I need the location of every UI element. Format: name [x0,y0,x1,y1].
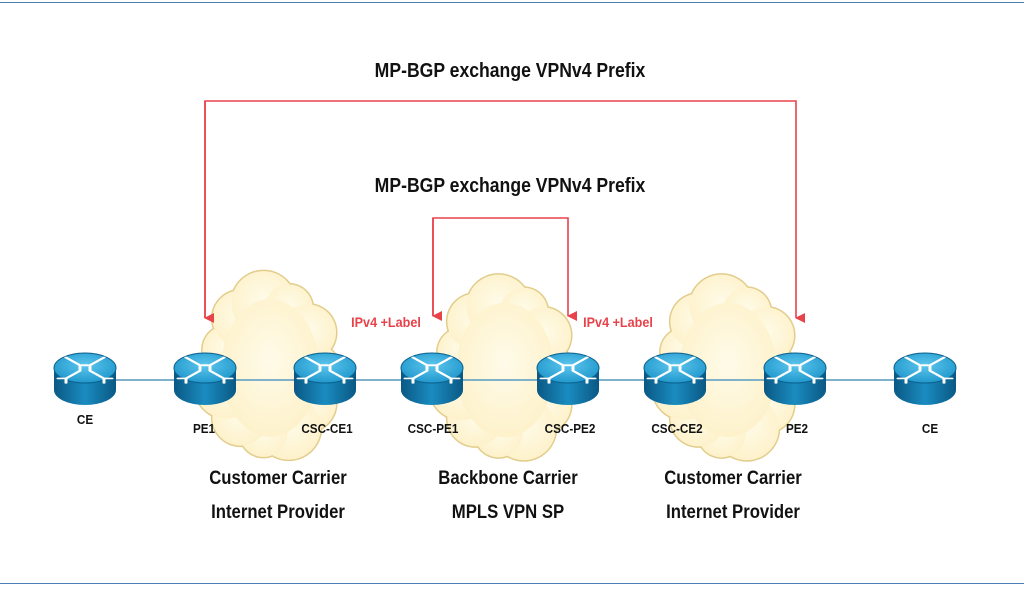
router-arrows-icon [646,356,704,384]
carrier-left: Customer Carrier Internet Provider [209,462,347,530]
outer-bgp-label: MP-BGP exchange VPNv4 Prefix [374,60,646,82]
carrier-middle: Backbone Carrier MPLS VPN SP [438,462,577,530]
router-arrows-icon [766,356,824,384]
routers-layer [53,352,957,405]
router-arrows-icon [296,356,354,384]
device-label-pe2: PE2 [785,421,809,436]
ipv4-label-right: IPv4 +Label [583,314,653,330]
clouds-layer [193,269,799,462]
device-label-csc-ce1: CSC-CE1 [301,421,353,436]
router-csc-pe2 [536,352,600,405]
router-pe1 [173,352,237,405]
device-label-ce-left: CE [76,412,94,427]
device-label-csc-pe2: CSC-PE2 [544,421,596,436]
carrier-middle-line2: MPLS VPN SP [451,502,565,523]
device-label-csc-pe1: CSC-PE1 [407,421,459,436]
router-arrows-icon [56,356,114,384]
carrier-left-line1: Customer Carrier [209,468,347,489]
cloud-middle [428,273,576,462]
router-arrows-icon [896,356,954,384]
carrier-right-line1: Customer Carrier [664,468,802,489]
carrier-right-line2: Internet Provider [666,502,800,523]
router-arrows-icon [539,356,597,384]
inner-bgp-label: MP-BGP exchange VPNv4 Prefix [374,175,646,197]
router-ce-left [53,352,117,405]
carrier-left-line2: Internet Provider [211,502,345,523]
router-ce-right [893,352,957,405]
router-csc-ce2 [643,352,707,405]
router-csc-pe1 [400,352,464,405]
device-label-ce-right: CE [921,421,939,436]
device-label-pe1: PE1 [192,421,216,436]
ipv4-label-left: IPv4 +Label [351,314,421,330]
carrier-middle-line1: Backbone Carrier [438,468,578,489]
carrier-right: Customer Carrier Internet Provider [664,462,802,530]
device-label-csc-ce2: CSC-CE2 [651,421,703,436]
router-pe2 [763,352,827,405]
bottom-frame-line [0,583,1024,584]
router-arrows-icon [176,356,234,384]
router-arrows-icon [403,356,461,384]
bgp-arrows [204,100,805,323]
router-csc-ce1 [293,352,357,405]
top-frame-line [0,2,1024,3]
